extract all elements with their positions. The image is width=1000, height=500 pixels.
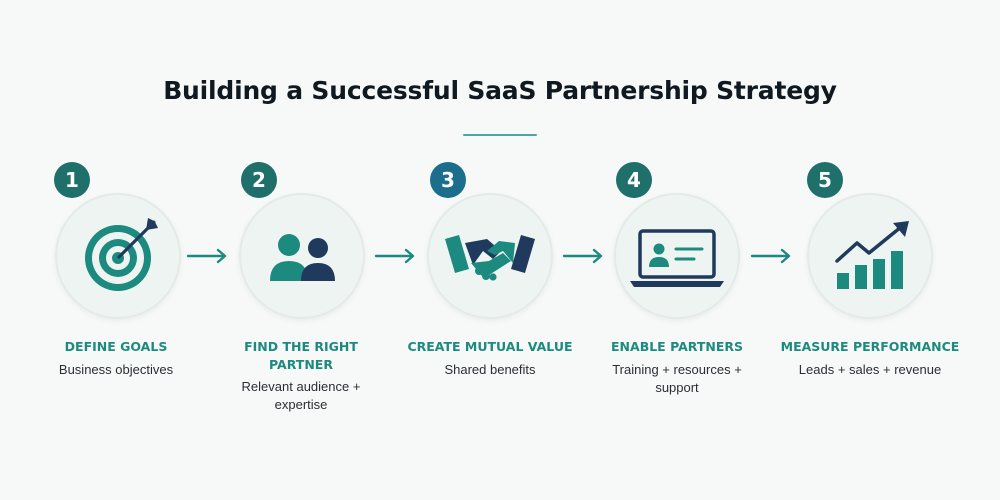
target-icon: [85, 218, 158, 291]
step-number-badge: 3: [430, 162, 466, 198]
arrow-right-icon: [562, 248, 603, 264]
growth-chart-icon: [835, 221, 909, 289]
step-number-badge: 1: [54, 162, 90, 198]
title-divider: [463, 134, 537, 136]
step-description: Leads + sales + revenue: [798, 362, 942, 377]
icon-circle: [427, 193, 553, 319]
step-description: Relevant audience + expertise: [241, 379, 361, 412]
handshake-icon: [445, 235, 535, 281]
step-mutual-value: 3 CREATE MUTUAL VALUE Shared benefits: [390, 0, 590, 500]
step-label: CREATE MUTUAL VALUE: [407, 339, 573, 354]
laptop-icon: [630, 229, 724, 287]
icon-circle: [614, 193, 740, 319]
step-number-badge: 4: [616, 162, 652, 198]
icon-circle: [239, 193, 365, 319]
step-description: Shared benefits: [444, 362, 536, 377]
step-define-goals: 1 DEFINE GOALS Business objectives: [16, 0, 216, 500]
step-measure-performance: 5 MEASURE PERFORMANCE Leads + sales + re…: [770, 0, 970, 500]
step-find-partner: 2 FIND THE RIGHT PARTNER Relevant audien…: [201, 0, 401, 500]
arrow-right-icon: [374, 248, 415, 264]
people-icon: [270, 234, 335, 281]
icon-circle: [807, 193, 933, 319]
step-enable-partners: 4 ENABLE PARTNERS Training + resources +…: [577, 0, 777, 500]
arrow-right-icon: [186, 248, 227, 264]
step-label: MEASURE PERFORMANCE: [780, 339, 960, 354]
icon-circle: [55, 193, 181, 319]
step-label: ENABLE PARTNERS: [611, 339, 743, 354]
step-label: DEFINE GOALS: [64, 339, 168, 354]
arrow-right-icon: [750, 248, 791, 264]
step-label: FIND THE RIGHT PARTNER: [244, 339, 358, 372]
page-title: Building a Successful SaaS Partnership S…: [163, 76, 837, 105]
step-description: Business objectives: [58, 362, 174, 377]
step-description: Training + resources + support: [612, 362, 742, 395]
step-number-badge: 2: [241, 162, 277, 198]
step-number-badge: 5: [807, 162, 843, 198]
